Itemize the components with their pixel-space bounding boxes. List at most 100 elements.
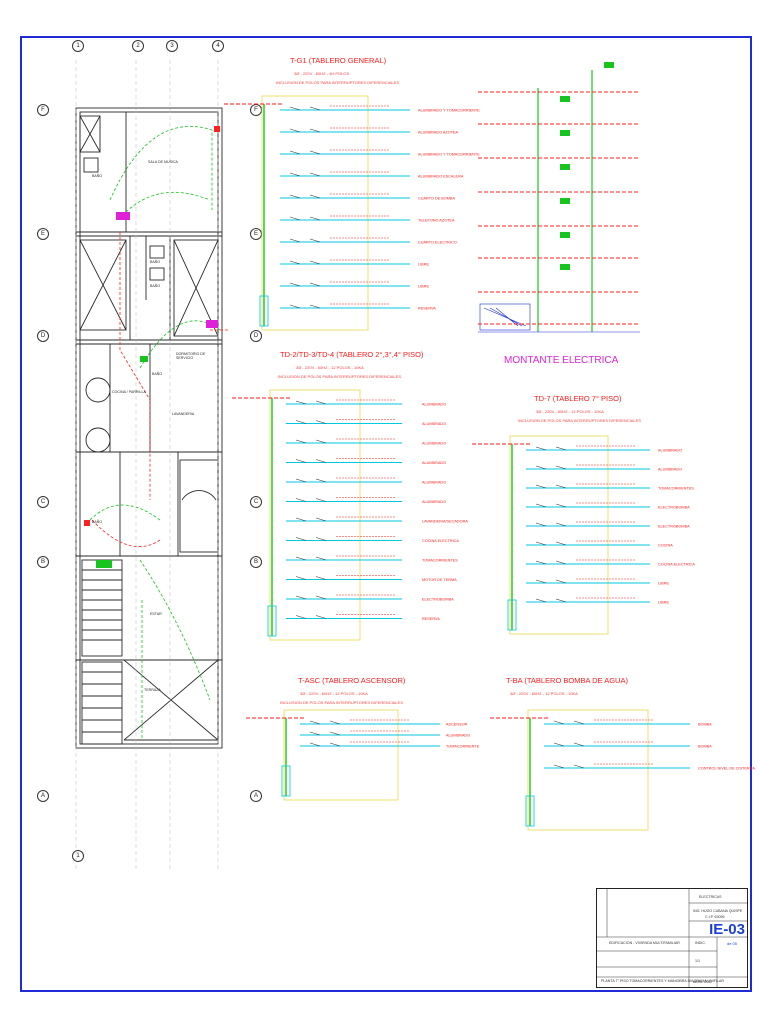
diff-switch-tba-2 (573, 764, 585, 769)
tb-sheet-sub: de 05 (726, 941, 737, 946)
breaker-tba-1 (553, 742, 565, 747)
room-label-estar: ESTAR (150, 612, 162, 616)
circuit-label-td2-11: RESERVA (422, 617, 440, 621)
diff-switch-td7-4 (555, 522, 567, 527)
circuit-label-td7-0: ALUMBRADO (658, 449, 682, 453)
diff-switch-td2-3 (315, 459, 327, 463)
board-sub2-td2: INCLUSION DE POLOS PARA INTERRUPTORES DI… (278, 374, 401, 379)
diff-switch-tg1-2 (309, 150, 321, 155)
tb-sheet-num: 1/1 (695, 959, 700, 963)
circuit-label-tba-1: BOMBA (698, 745, 712, 749)
board-sub2-tg1: INCLUSION DE POLOS PARA INTERRUPTORES DI… (276, 80, 399, 85)
tb-cip: C.I.P. 63095 (705, 915, 725, 919)
grid-bubble-right-d: D (250, 330, 262, 342)
diff-switch-td2-8 (315, 556, 327, 561)
riser-title: MONTANTE ELECTRICA (504, 355, 619, 366)
breaker-td7-8 (535, 598, 547, 603)
diff-switch-td2-4 (315, 478, 327, 483)
circuit-label-tba-0: BOMBA (698, 723, 712, 727)
circuit-label-tg1-7: LIBRE (418, 263, 429, 267)
breaker-tg1-4 (289, 194, 301, 199)
room-label-bano-4: BAÑO (152, 372, 163, 376)
circuit-label-td7-7: LIBRE (658, 582, 669, 586)
board-sub1-tasc: 3Ø - 220V - 60HZ - 12 POLOS - 10KA (300, 691, 368, 696)
grid-bubble-side-a: A (37, 790, 49, 802)
circuit-label-td2-2: ALUMBRADO (422, 442, 446, 446)
diff-switch-tasc-1 (329, 731, 341, 736)
breaker-tg1-9 (289, 304, 301, 309)
circuit-label-tg1-9: RESERVA (418, 307, 436, 311)
diff-switch-td7-6 (555, 560, 567, 565)
diff-switch-td2-10 (315, 595, 327, 600)
circuit-label-td7-8: LIBRE (658, 601, 669, 605)
breaker-td2-5 (295, 498, 307, 502)
breaker-td2-3 (295, 459, 307, 463)
circuit-label-td7-3: ELECTROBOMBA (658, 506, 690, 510)
board-frame-td7 (509, 435, 609, 635)
circuit-label-tg1-2: ALUMBRADO Y TOMACORRIENTE (418, 153, 480, 157)
board-frame-tg1 (261, 95, 369, 331)
room-label-dorm-servicio: DORMITORIO DE SERVICIO (176, 352, 206, 360)
circuit-label-td2-9: MOTOR DE TERMA (422, 578, 457, 582)
circuit-label-tg1-4: CUARTO DE BOMBA (418, 197, 455, 201)
board-sub1-tba: 3Ø - 220V - 60HZ - 12 POLOS - 10KA (510, 691, 578, 696)
circuit-label-tba-2: CONTROL NIVEL DE CISTERNA (698, 767, 755, 771)
grid-bubble-side-c: C (37, 496, 49, 508)
board-title-tg1: T-G1 (TABLERO GENERAL) (290, 56, 387, 65)
breaker-tg1-6 (289, 238, 301, 243)
circuit-label-td7-6: COCINA ELECTRICA (658, 563, 695, 567)
breaker-td7-2 (535, 484, 547, 489)
circuit-label-td2-7: COCINA ELECTRICA (422, 539, 459, 543)
circuit-label-tasc-0: ASCENSOR (446, 723, 468, 727)
board-frame-tasc (283, 709, 399, 801)
diff-switch-td2-5 (315, 498, 327, 502)
drawing-sheet (20, 36, 752, 992)
breaker-td2-2 (295, 439, 307, 444)
circuit-label-tg1-8: LIBRE (418, 285, 429, 289)
circuit-label-td7-2: TOMACORRIENTES (658, 487, 694, 491)
diff-switch-td7-3 (555, 503, 567, 508)
grid-bubble-side-f: F (37, 104, 49, 116)
breaker-tg1-5 (289, 216, 301, 221)
circuit-label-td7-1: ALUMBRADO (658, 468, 682, 472)
breaker-tasc-0 (309, 720, 321, 725)
diff-switch-tg1-0 (309, 106, 321, 111)
breaker-tg1-2 (289, 150, 301, 155)
board-sub1-td2: 3Ø - 220V - 60HZ - 12 POLOS - 10KA (296, 365, 364, 370)
tb-engineer: ING. HUGO CABANA QUISPE (693, 909, 743, 913)
breaker-td7-5 (535, 541, 547, 546)
circuit-label-td7-5: COCINA (658, 544, 673, 548)
diff-switch-td7-8 (555, 598, 567, 603)
ground-bar-tasc (281, 765, 291, 797)
circuit-label-tg1-1: ALUMBRADO AZOTEA (418, 131, 459, 135)
breaker-td7-0 (535, 446, 547, 451)
diff-switch-td7-5 (555, 541, 567, 546)
circuit-label-td2-1: ALUMBRADO (422, 422, 446, 426)
diff-switch-tasc-2 (329, 742, 341, 747)
tb-scale: INDIC. (695, 941, 706, 945)
grid-bubble-top-4: 4 (212, 40, 224, 52)
diff-switch-td2-1 (315, 420, 327, 424)
diff-switch-td2-0 (315, 400, 327, 405)
grid-bubble-bottom-1: 1 (72, 850, 84, 862)
grid-bubble-top-1: 1 (72, 40, 84, 52)
grid-bubble-top-3: 3 (166, 40, 178, 52)
diff-switch-tg1-8 (309, 282, 321, 287)
breaker-td7-6 (535, 560, 547, 565)
breaker-td2-1 (295, 420, 307, 424)
board-sub2-td7: INCLUSION DE POLOS PARA INTERRUPTORES DI… (518, 418, 641, 423)
diff-switch-tasc-0 (329, 720, 341, 725)
circuit-label-td2-4: ALUMBRADO (422, 481, 446, 485)
room-label-bano-2: BAÑO (150, 284, 161, 288)
grid-bubble-side-e: E (37, 228, 49, 240)
circuit-label-td7-4: ELECTROBOMBA (658, 525, 690, 529)
board-title-td2: TD-2/TD-3/TD-4 (TABLERO 2°,3°,4° PISO) (280, 350, 424, 359)
tb-sheet-desc: PLANTA 7° PISO TOMACORRIENTES Y MANIOBRA… (601, 979, 724, 983)
circuit-label-td2-5: ALUMBRADO (422, 500, 446, 504)
grid-bubble-right-e: E (250, 228, 262, 240)
diff-switch-tg1-7 (309, 260, 321, 265)
diff-switch-tg1-3 (309, 172, 321, 177)
breaker-td2-11 (295, 615, 307, 619)
